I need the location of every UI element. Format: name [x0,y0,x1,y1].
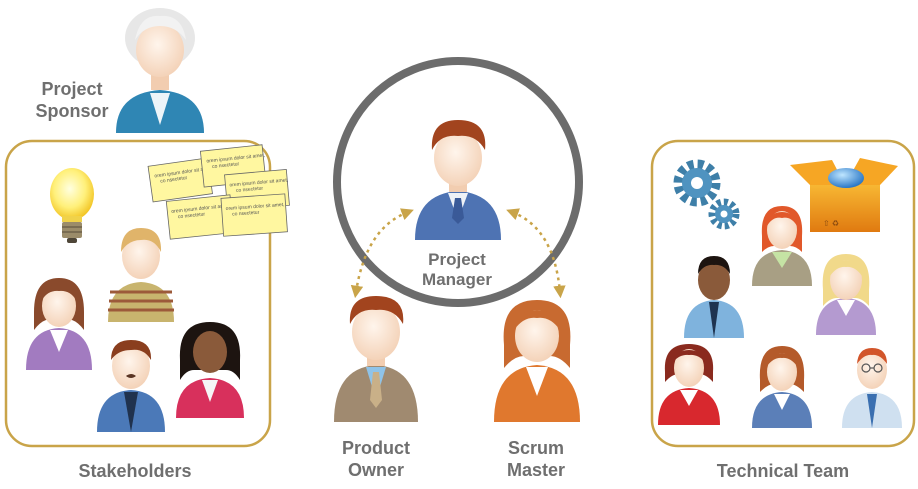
stakeholder-avatar-striped-man [108,228,174,322]
scrum-master-avatar [494,300,580,422]
sticky-note-text: orem ipsum dolor sit amet, [229,177,288,188]
tech-team-avatar-red-woman [658,344,720,425]
project-sponsor-avatar [116,8,204,133]
sticky-note-text: orem ipsum dolor sit amet, [226,202,285,212]
sticky-note-text: co nsectetur [236,186,264,194]
sticky-note: orem ipsum dolor sit amet, co nsectetur [220,193,288,237]
project-manager-label-line1: Project [428,250,486,269]
tech-team-avatar-blonde-woman [816,254,876,335]
project-manager-label: Project Manager [405,250,509,290]
tech-team-avatar-redhead-woman [752,206,812,286]
technical-team-group-box [650,139,916,448]
sticky-note-text: co nsectetur [212,161,240,170]
technical-team-label: Technical Team [716,461,850,481]
stakeholder-avatar-pink-woman [176,322,244,418]
product-owner-avatar [334,296,418,422]
product-owner-label-line1: Product [341,438,410,458]
project-sponsor-label-line1: Project [41,79,103,99]
scrum-master-label-line1: Scrum [507,438,565,458]
tech-team-avatar-dark-man [684,256,744,338]
product-owner-label-line2: Owner [347,460,404,480]
stakeholders-label: Stakeholders [78,461,192,481]
sticky-note-text: co nsectetur [178,211,206,220]
open-box-icon: ⇧ ♻ [790,158,898,232]
project-sponsor-label-line2: Sponsor [35,101,109,121]
project-manager-ring [333,57,583,307]
stakeholder-avatar-purple-woman [26,278,92,370]
tech-team-avatar-auburn-woman [752,346,812,428]
sticky-note-text: co nsectetur [232,210,260,218]
gears-icon [673,159,740,230]
sticky-notes-icon: orem ipsum dolor sit amet, co nsectetur … [147,144,290,240]
product-owner-label: Product Owner [318,437,434,481]
stakeholder-avatar-mustache-man [97,340,165,432]
arrow-manager-product-owner [350,208,414,299]
scrum-master-label-line2: Master [506,460,566,480]
svg-text:⇧ ♻: ⇧ ♻ [823,219,839,228]
project-sponsor-label: Project Sponsor [22,78,122,122]
project-manager-avatar [415,120,501,240]
sticky-note-text: co nsectetur [160,175,188,185]
sticky-note: orem ipsum dolor sit amet, co nsectetur [147,157,213,203]
scrum-master-label: Scrum Master [478,437,594,481]
lightbulb-icon [50,168,94,243]
stakeholders-group-box [4,139,272,448]
sticky-note: orem ipsum dolor sit amet, co nsectetur [165,194,235,240]
project-manager-label-line2: Manager [422,270,492,289]
tech-team-avatar-glasses-man [842,348,902,428]
arrow-manager-scrum-master [506,208,566,299]
